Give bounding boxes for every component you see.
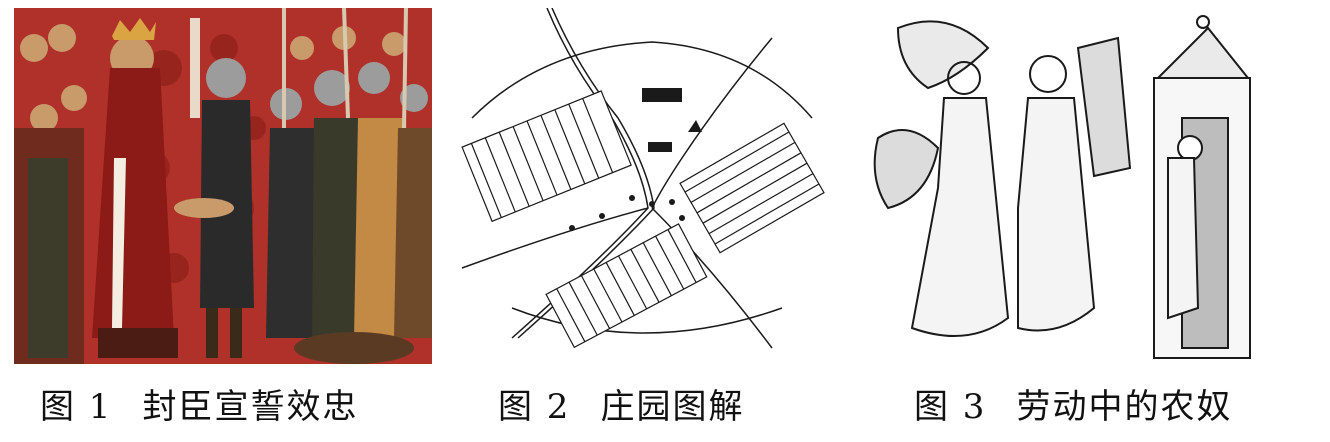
figure-2-caption: 图 2 庄园图解 xyxy=(498,384,744,430)
figure-3-title: 劳动中的农奴 xyxy=(1016,387,1233,427)
figure-2-number: 图 2 xyxy=(498,387,571,427)
figure-3-caption: 图 3 劳动中的农奴 xyxy=(914,384,1232,430)
figure-1-caption: 图 1 封臣宣誓效忠 xyxy=(40,384,358,430)
figure-1-number: 图 1 xyxy=(40,387,113,427)
figure-3-number: 图 3 xyxy=(914,387,987,427)
figure-2-title: 庄园图解 xyxy=(600,387,745,427)
figure-1-illustration xyxy=(14,8,432,364)
figure-2-manor-diagram xyxy=(452,8,840,364)
figure-3-serfs-illustration xyxy=(868,8,1268,364)
figure-1-title: 封臣宣誓效忠 xyxy=(142,387,359,427)
